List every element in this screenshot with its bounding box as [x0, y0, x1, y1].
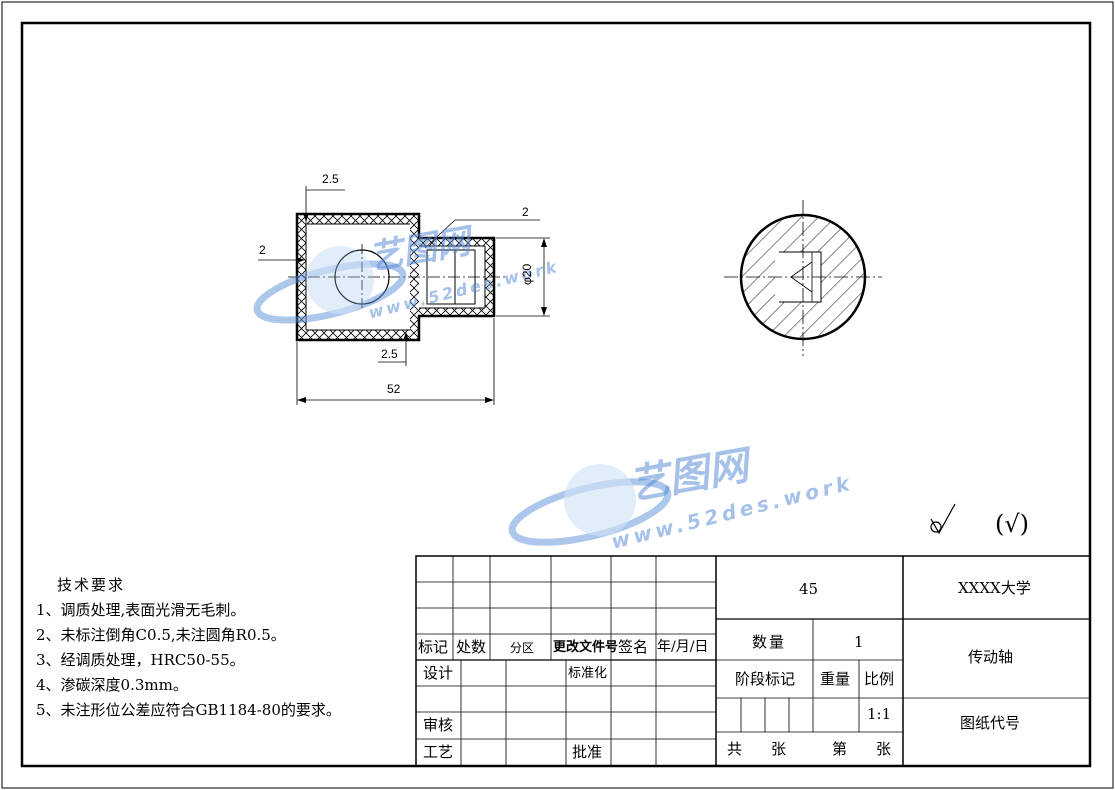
tb-weight: 重量 [820, 670, 851, 688]
tb-stage-mark: 阶段标记 [735, 670, 796, 688]
tb-standardization: 标准化 [568, 666, 608, 681]
tb-quantity-label: 数量 [752, 633, 787, 651]
dim-chamfer-bottom: 2.5 [381, 347, 398, 361]
tb-review: 审核 [423, 716, 454, 734]
title-block-grid [415, 555, 1091, 767]
tech-req-item-4: 4、渗碳深度0.3mm。 [36, 676, 188, 694]
tb-quantity-value: 1 [854, 633, 864, 651]
tb-drawing-number: 图纸代号 [960, 714, 1021, 732]
roughness-parenthetical: (√) [995, 510, 1030, 538]
tb-zone: 分区 [510, 641, 535, 655]
end-view [724, 200, 882, 356]
dim-length: 52 [387, 382, 401, 396]
roughness-symbol [930, 503, 956, 535]
dimension-lines [258, 186, 550, 405]
tb-sheets-total: 共 [727, 740, 743, 758]
tech-req-item-2: 2、未标注倒角C0.5,未注圆角R0.5。 [36, 626, 286, 644]
tb-material: 45 [799, 580, 819, 598]
tb-organization: XXXX大学 [958, 579, 1031, 597]
dim-chamfer-left: 2 [259, 243, 266, 257]
dim-chamfer-top: 2.5 [322, 172, 339, 186]
tech-req-title: 技术要求 [57, 576, 126, 594]
tb-mark: 标记 [418, 638, 449, 656]
watermark-logo-mark [253, 246, 672, 546]
tb-sheets-unit1: 张 [771, 740, 787, 758]
tech-req-item-5: 5、未注形位公差应符合GB1184-80的要求。 [36, 701, 341, 719]
tb-doc-number: 更改文件号 [553, 640, 619, 655]
tech-req-item-1: 1、调质处理,表面光滑无毛刺。 [36, 601, 246, 619]
tb-sheet-no: 第 [832, 740, 848, 758]
tb-signature: 签名 [618, 638, 649, 656]
tb-count: 处数 [456, 638, 487, 656]
dim-chamfer-right: 2 [522, 205, 529, 219]
tb-scale-label: 比例 [864, 670, 895, 688]
dim-diameter: φ20 [520, 263, 534, 285]
tb-scale-value: 1:1 [867, 705, 892, 723]
tb-sheets-unit2: 张 [876, 740, 892, 758]
tb-part-name: 传动轴 [968, 648, 1014, 666]
tb-approve: 批准 [572, 743, 603, 761]
tb-process: 工艺 [423, 743, 454, 761]
tech-req-item-3: 3、经调质处理，HRC50-55。 [36, 651, 245, 669]
tb-design: 设计 [423, 664, 454, 682]
tb-date: 年/月/日 [657, 639, 709, 655]
